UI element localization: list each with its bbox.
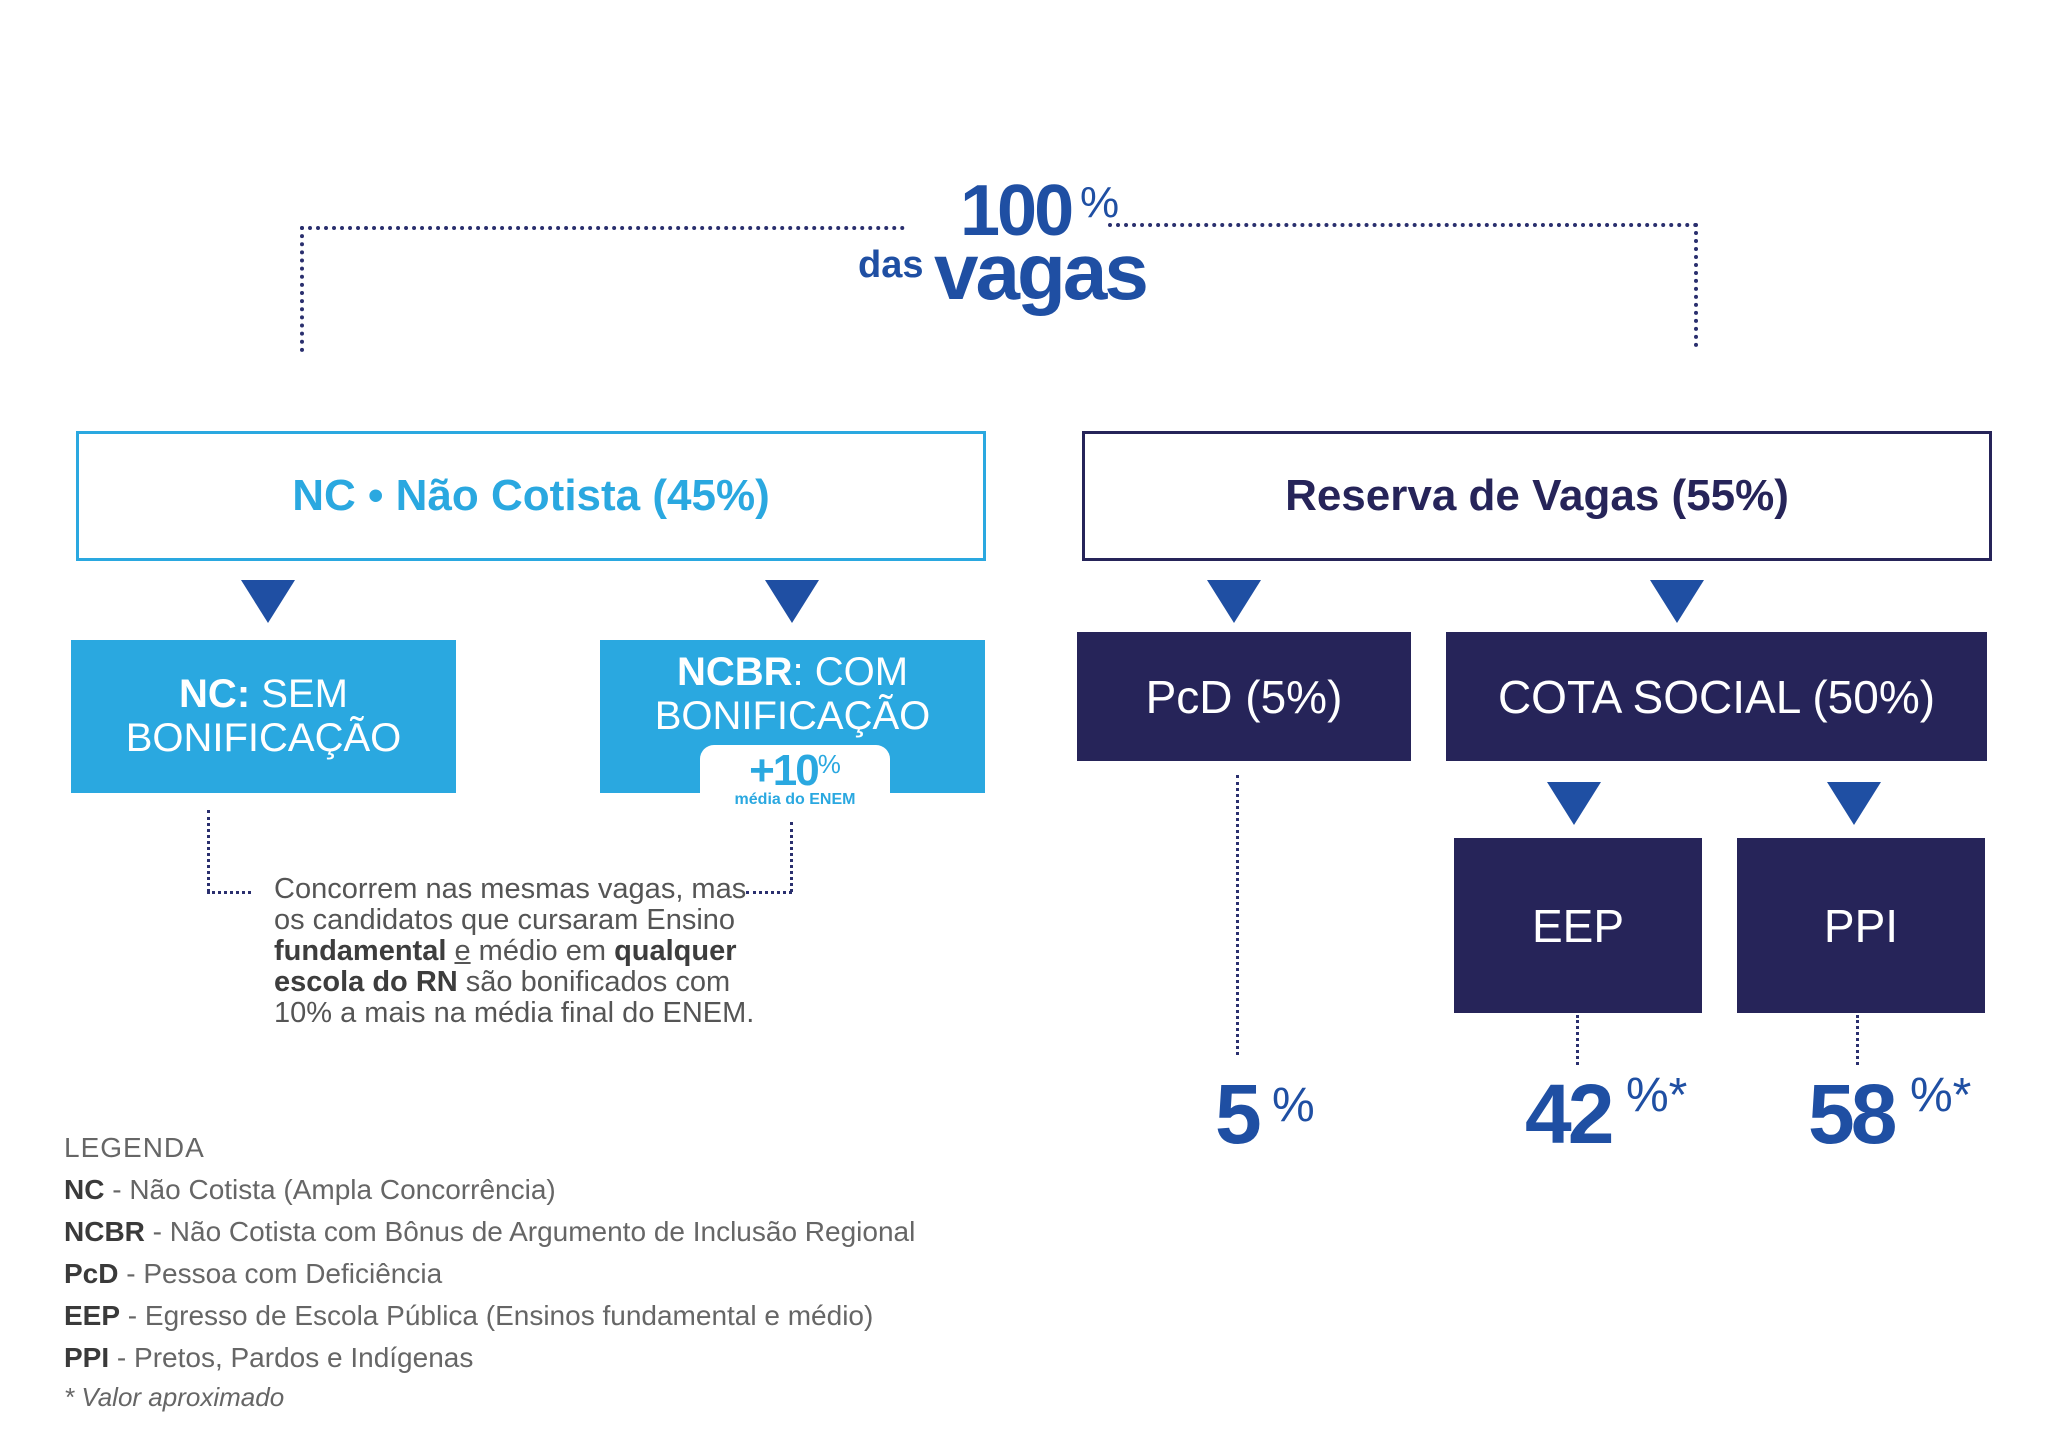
legend-term: PPI [64,1342,110,1373]
bonus-number: +10 [749,746,820,795]
nc-sem-line2: BONIFICAÇÃO [125,716,402,760]
legend-desc: - Egresso de Escola Pública (Ensinos fun… [120,1300,874,1331]
eep-label: EEP [1531,899,1625,952]
ncbr-bold: NCBR [676,650,793,694]
connector-eep-result [1576,1015,1579,1065]
legend-desc: - Pessoa com Deficiência [118,1258,443,1289]
nao-cotista-box: NC • Não Cotista (45%) [76,431,986,561]
connector-nc-note [207,810,210,892]
legend-term: NC [64,1174,105,1205]
pcd-label: PcD (5%) [1145,670,1343,723]
eep-box: EEP [1454,838,1702,1013]
eep-result-value: 42 [1525,1067,1614,1161]
total-percent: % [1080,178,1120,227]
total-number: 100 [960,171,1074,251]
note-text-3: são bonificados com 10% a mais na média … [274,966,755,1029]
legend-footnote: * Valor aproximado [64,1382,285,1412]
legend-item-eep: EEP - Egresso de Escola Pública (Ensinos… [64,1300,873,1332]
connector-ncbr-note [790,822,793,892]
nc-sem-bold: NC: [179,672,251,716]
ppi-label: PPI [1823,899,1899,952]
pcd-result-unit: % [1272,1079,1315,1132]
pcd-box: PcD (5%) [1077,632,1411,761]
legend-item-pcd: PcD - Pessoa com Deficiência [64,1258,442,1290]
bonus-explanation: Concorrem nas mesmas vagas, mas os candi… [274,874,774,1029]
connector-ncbr-note-h [746,891,792,894]
connector-nc-note-h [207,891,251,894]
bracket-top-left [300,226,905,230]
legend-title: LEGENDA [64,1132,205,1163]
arrow-down-icon [1827,782,1881,825]
arrow-down-icon [1207,580,1261,623]
cota-social-box: COTA SOCIAL (50%) [1446,632,1987,761]
bonus-badge: +10% média do ENEM [700,745,890,808]
eep-result-unit: %* [1626,1069,1688,1122]
legend-term: NCBR [64,1216,145,1247]
bonus-sub: média do ENEM [734,791,856,808]
ncbr-rest: : COM [792,650,909,694]
ncbr-line2: BONIFICAÇÃO [654,694,931,738]
legend-term: EEP [64,1300,121,1331]
vagas-label: vagas [934,227,1149,316]
bracket-top-right [1108,223,1698,227]
note-text-1: Concorrem nas mesmas vagas, mas os candi… [274,873,747,936]
bonus-percent: % [817,749,841,779]
cota-social-label: COTA SOCIAL (50%) [1497,670,1936,723]
note-underline: e [454,935,471,967]
legend-desc: - Pretos, Pardos e Indígenas [109,1342,474,1373]
legend-desc: - Não Cotista com Bônus de Argumento de … [144,1216,916,1247]
legend-item-ncbr: NCBR - Não Cotista com Bônus de Argument… [64,1216,915,1248]
legend-desc: - Não Cotista (Ampla Concorrência) [104,1174,556,1205]
ncbr-com-bonificacao-box: NCBR: COM BONIFICAÇÃO [600,640,985,793]
bracket-right-leg [1694,223,1698,347]
note-bold-1: fundamental [274,935,447,967]
legend-term: PcD [64,1258,119,1289]
legend-item-nc: NC - Não Cotista (Ampla Concorrência) [64,1174,556,1206]
nc-sem-rest: SEM [250,672,348,716]
legend-item-ppi: PPI - Pretos, Pardos e Indígenas [64,1342,473,1374]
ppi-result-value: 58 [1808,1067,1897,1161]
arrow-down-icon [241,580,295,623]
das-label: das [858,244,924,286]
note-text-2: médio em [470,935,615,967]
connector-pcd-result [1236,775,1239,1055]
note-bold-2: qualquer escola do RN [274,935,737,998]
pcd-result-value: 5 [1215,1067,1262,1161]
arrow-down-icon [1650,580,1704,623]
connector-ppi-result [1856,1015,1859,1065]
arrow-down-icon [765,580,819,623]
nao-cotista-label: NC • Não Cotista (45%) [292,471,770,520]
reserva-vagas-label: Reserva de Vagas (55%) [1285,471,1789,520]
arrow-down-icon [1547,782,1601,825]
reserva-vagas-box: Reserva de Vagas (55%) [1082,431,1992,561]
nc-sem-bonificacao-box: NC: SEM BONIFICAÇÃO [71,640,456,793]
ppi-result-unit: %* [1910,1069,1972,1122]
bracket-left-leg [300,226,304,352]
ppi-box: PPI [1737,838,1985,1013]
